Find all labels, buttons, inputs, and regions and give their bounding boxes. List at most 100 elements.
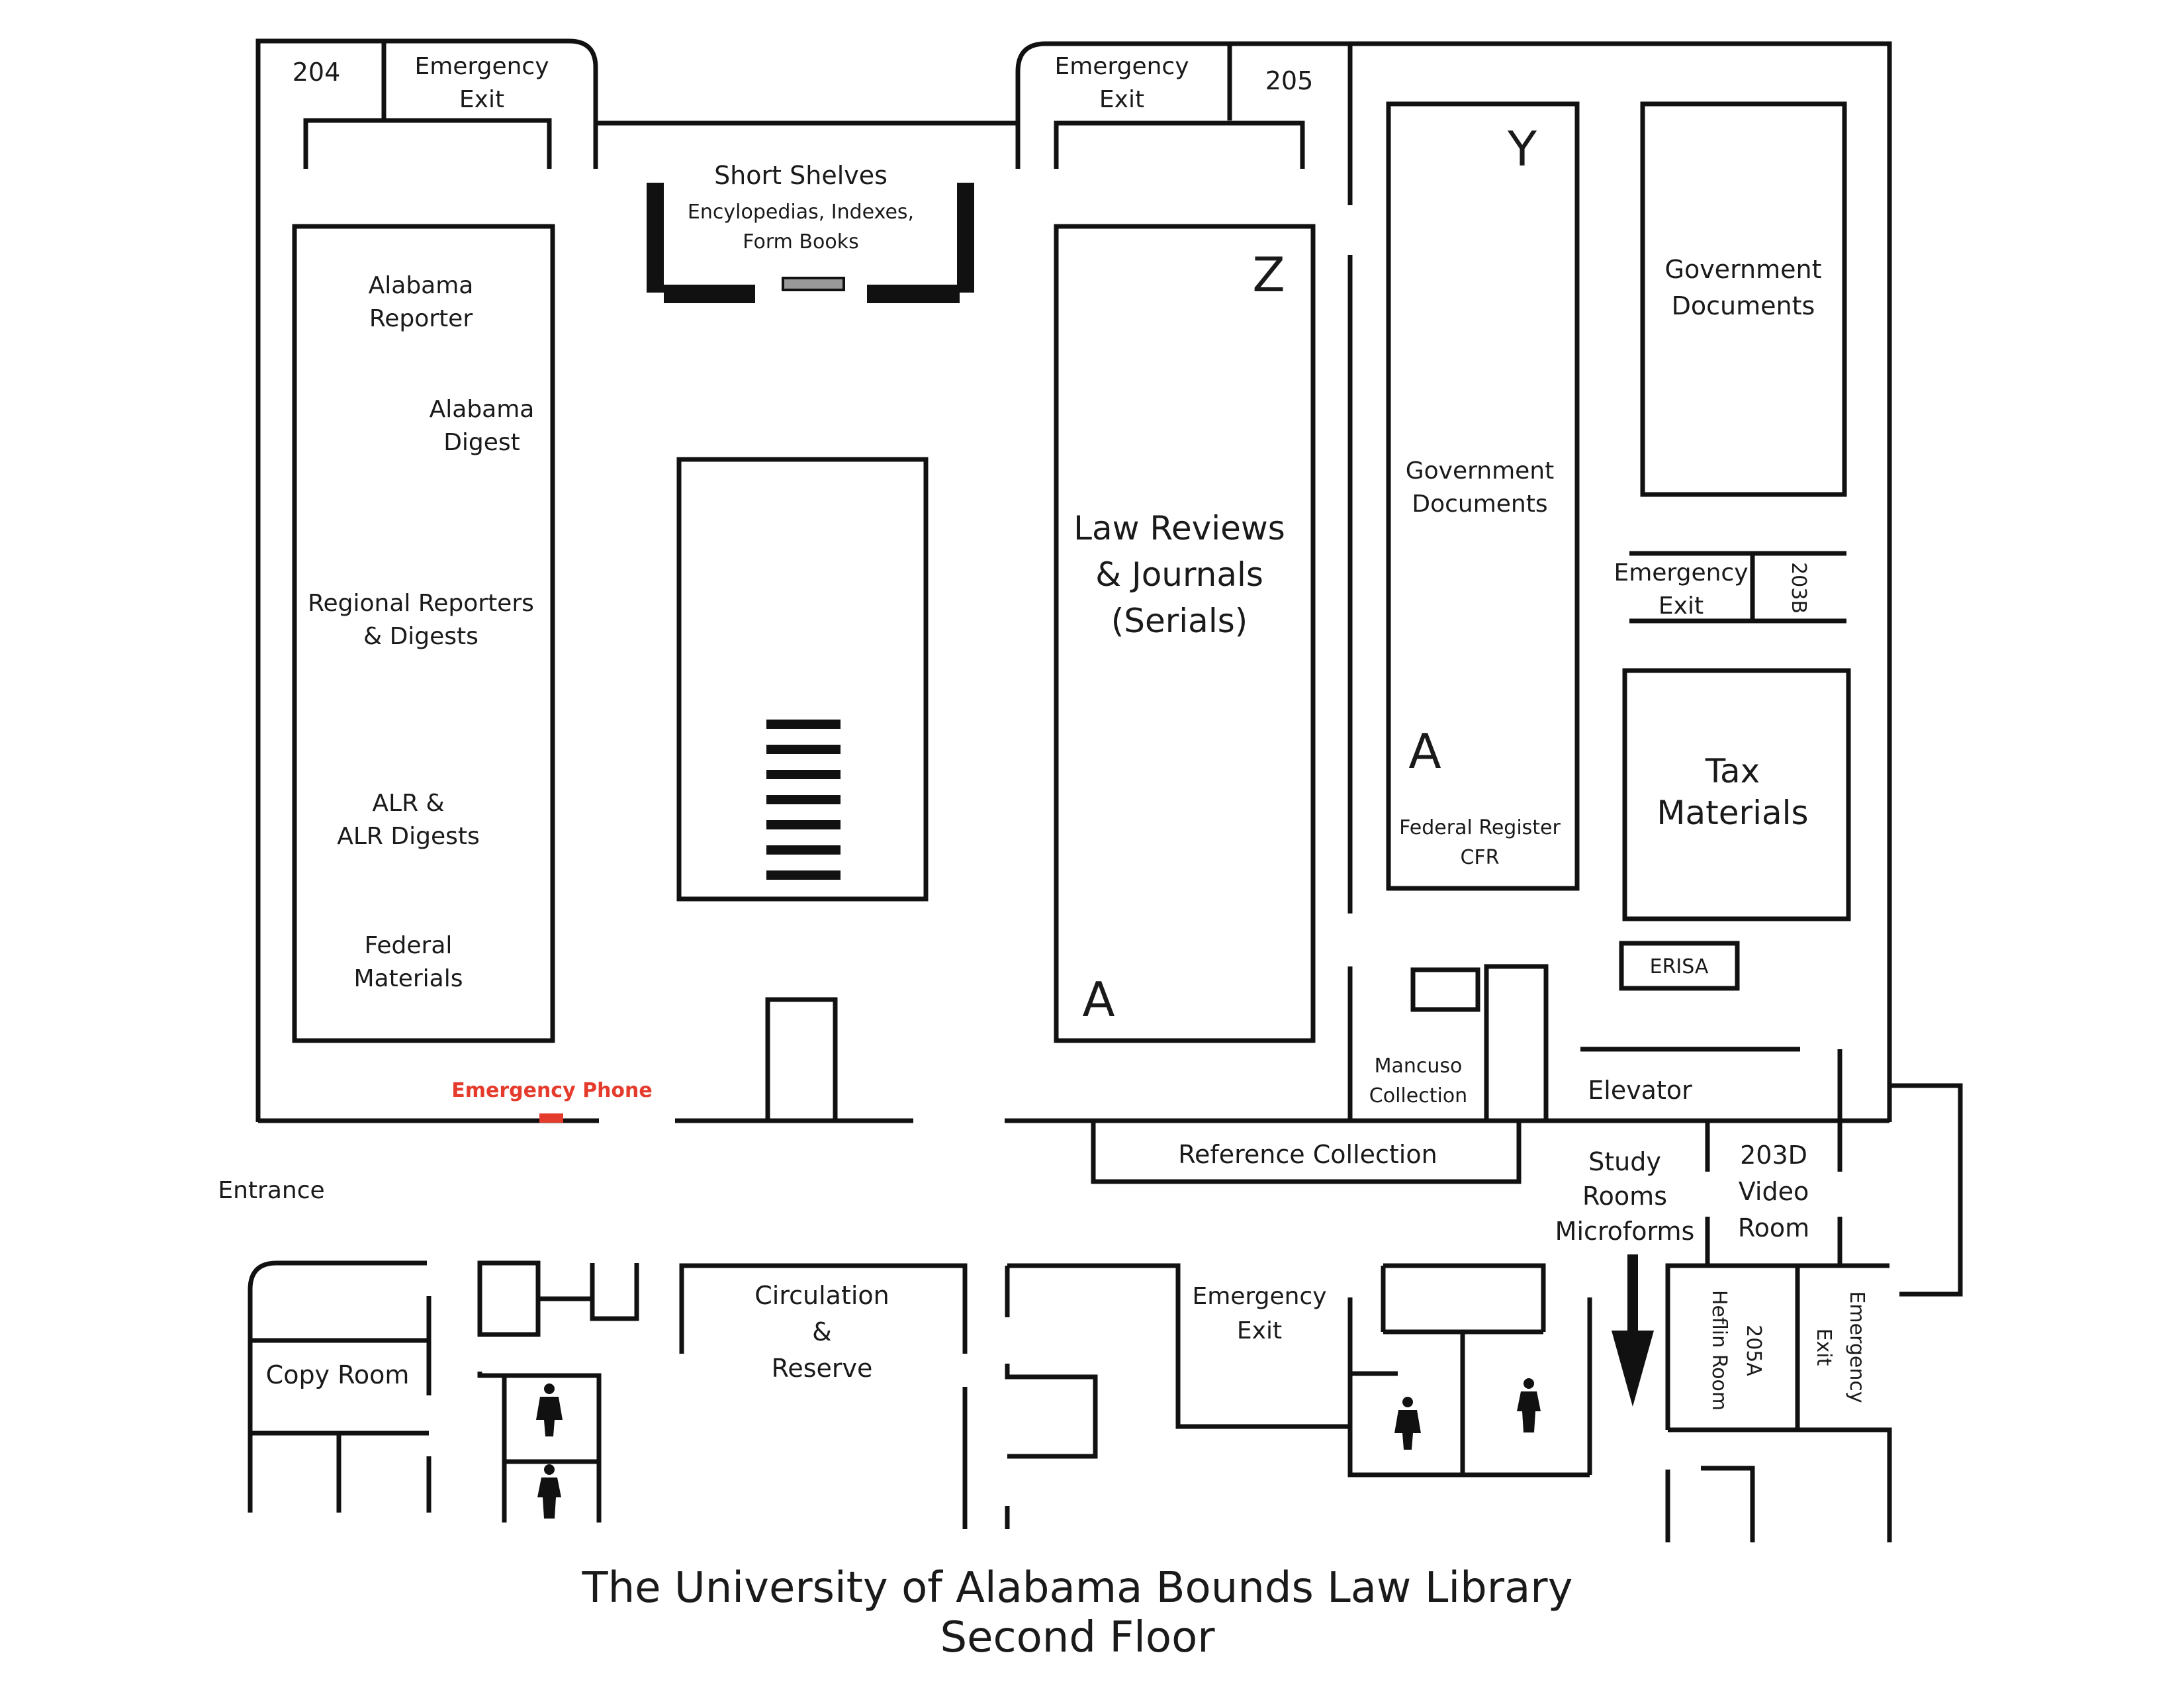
room-203d-3: Room [1738, 1213, 1809, 1243]
shelf-tax-materials [1622, 668, 1851, 921]
letter-a-law: A [1082, 972, 1115, 1027]
emergency-exit-203b-1: Emergency [1614, 559, 1748, 586]
short-shelf-right [957, 183, 974, 293]
wall-right-outer [1015, 41, 1892, 1122]
emergency-exit-203b-2: Exit [1659, 592, 1704, 620]
emergency-exit-tl-2: Exit [459, 86, 504, 113]
erisa-label: ERISA [1650, 955, 1709, 978]
letter-a-gov: A [1408, 724, 1441, 779]
alabama-digest-2: Digest [443, 429, 520, 456]
study-rooms-2: Rooms [1582, 1182, 1667, 1211]
alabama-reporter-1: Alabama [369, 272, 474, 299]
room-203d-1: 203D [1740, 1141, 1807, 1170]
room-205: 205 [1265, 66, 1314, 95]
doorway-center [765, 997, 838, 1121]
short-shelves-title: Short Shelves [714, 161, 887, 190]
gov-docs-mid-2: Documents [1412, 491, 1547, 518]
elevator-label: Elevator [1588, 1076, 1692, 1105]
letter-y: Y [1507, 121, 1537, 177]
wall-small-room-2 [590, 1263, 639, 1321]
room-205a: 205A [1742, 1325, 1765, 1376]
entrance-label: Entrance [218, 1177, 324, 1204]
wall-left-outer [255, 38, 598, 1122]
map-title-line1: The University of Alabama Bounds Law Lib… [582, 1564, 1573, 1613]
law-reviews-3: (Serials) [1111, 602, 1248, 640]
shelf-government-docs-right [1640, 101, 1847, 497]
fixtures [292, 101, 1851, 1519]
alr-1: ALR & [372, 790, 444, 817]
alr-2: ALR Digests [337, 823, 480, 850]
study-rooms-1: Study [1588, 1147, 1661, 1176]
wall-restroom-right-outer [1347, 1297, 1590, 1477]
down-arrow-icon [1612, 1254, 1654, 1407]
wall-exit-bottom-inner [1005, 1364, 1098, 1459]
emergency-phone-label: Emergency Phone [451, 1079, 653, 1102]
men-restroom-icon [537, 1464, 561, 1519]
emergency-exit-tl-1: Emergency [414, 53, 549, 80]
shelf-law-reviews [1054, 224, 1316, 1043]
microforms-label: Microforms [1555, 1217, 1695, 1246]
stairs-icon [766, 720, 841, 880]
federal-register: Federal Register [1399, 816, 1561, 839]
emergency-exit-bottom-1: Emergency [1192, 1283, 1326, 1310]
reference-collection-desk [1091, 1121, 1522, 1184]
mancuso-1: Mancuso [1375, 1055, 1463, 1078]
letter-z: Z [1252, 247, 1285, 303]
wall-heflin-corner [1701, 1466, 1755, 1542]
short-shelves-sub2: Form Books [743, 230, 858, 254]
mancuso-2: Collection [1369, 1084, 1467, 1107]
room-204: 204 [293, 58, 341, 87]
gov-docs-mid-1: Government [1406, 457, 1555, 485]
emergency-exit-heflin-2: Exit [1812, 1329, 1835, 1366]
emergency-exit-bottom-2: Exit [1237, 1317, 1282, 1344]
copy-room-label: Copy Room [266, 1360, 410, 1389]
circulation-3: Reserve [772, 1354, 873, 1383]
shelf-erisa [1619, 941, 1740, 991]
map-title-line2: Second Floor [940, 1613, 1215, 1662]
gov-docs-right-2: Documents [1672, 291, 1815, 320]
wall-restroom-left-outer [477, 1372, 602, 1523]
cfr: CFR [1460, 846, 1499, 869]
women-restroom-icon [536, 1383, 563, 1436]
alabama-reporter-2: Reporter [369, 305, 473, 332]
regional-reporters-1: Regional Reporters [308, 590, 534, 617]
wall-copy-top [248, 1260, 427, 1340]
labels: 204 Emergency Exit Short Shelves Encylop… [218, 53, 1868, 1662]
short-shelf-center [782, 277, 845, 291]
emergency-phone-marker [539, 1113, 563, 1123]
men-restroom-icon [1517, 1378, 1541, 1432]
alabama-digest-1: Alabama [430, 396, 535, 423]
stairwell-box [676, 457, 929, 902]
walls [248, 38, 1963, 1542]
reference-collection-label: Reference Collection [1178, 1140, 1437, 1169]
shelf-left-column [292, 224, 555, 1043]
federal-materials-2: Materials [353, 965, 463, 992]
short-shelves-sub1: Encylopedias, Indexes, [688, 201, 914, 224]
wall-exit-bottom [1007, 1263, 1350, 1429]
room-203b: 203B [1787, 562, 1810, 614]
wall-study-top [1383, 1263, 1546, 1332]
tax-materials-1: Tax [1705, 752, 1760, 790]
mancuso-small-shelf [1410, 967, 1480, 1012]
regional-reporters-2: & Digests [363, 623, 478, 650]
room-203d-2: Video [1739, 1177, 1809, 1206]
circulation-1: Circulation [754, 1281, 889, 1310]
emergency-exit-tm-1: Emergency [1054, 53, 1189, 80]
wall-elevator-shaft [1889, 1083, 1963, 1297]
short-shelf-left [647, 183, 664, 293]
tax-materials-2: Materials [1657, 794, 1808, 832]
wall-exit-mid [1054, 120, 1305, 169]
emergency-exit-heflin-1: Emergency [1845, 1291, 1868, 1403]
heflin-room: Heflin Room [1707, 1290, 1731, 1411]
law-reviews-1: Law Reviews [1073, 509, 1285, 547]
circulation-2: & [812, 1317, 832, 1346]
women-restroom-icon [1394, 1397, 1421, 1450]
wall-heflin [1665, 1263, 1892, 1542]
shelf-government-docs [1386, 101, 1580, 891]
wall-small-room [477, 1260, 541, 1337]
mancuso-tall-shelf [1484, 964, 1549, 1123]
law-reviews-2: & Journals [1095, 555, 1263, 594]
wall-exit-left [303, 118, 552, 169]
emergency-exit-tm-2: Exit [1099, 86, 1144, 113]
